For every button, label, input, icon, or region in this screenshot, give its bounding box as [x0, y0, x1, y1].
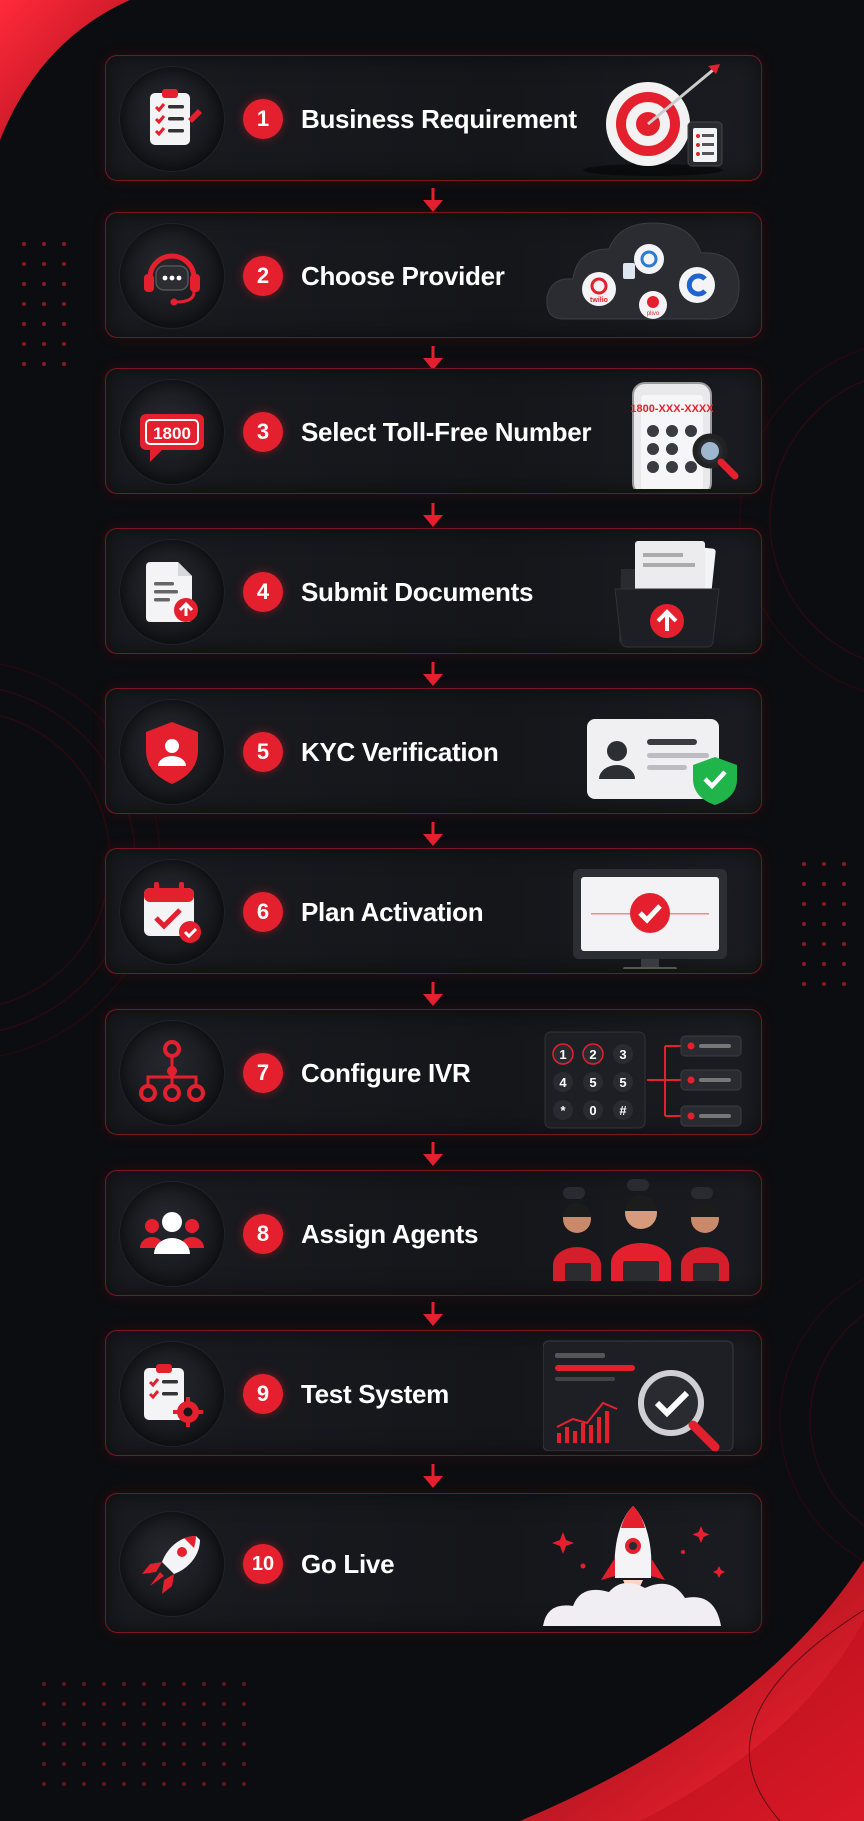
step-icon-badge	[120, 1342, 224, 1446]
step-card-choose-provider: 2 Choose Provider twilio plivo	[105, 212, 762, 338]
phone-search-icon: 1800-XXX-XXXX	[630, 382, 739, 489]
provider-logo-plivo: plivo	[647, 311, 660, 317]
step-number: 10	[243, 1544, 283, 1584]
tollfree-icon-text: 1800	[153, 424, 191, 443]
step-icon-badge	[120, 540, 224, 644]
folder-upload-icon	[614, 541, 720, 648]
keypad-key: 1	[559, 1047, 566, 1062]
step-card-kyc-verification: 5 KYC Verification	[105, 688, 762, 814]
step-icon-badge	[120, 67, 224, 171]
flow-arrow	[423, 503, 443, 527]
headset-chat-icon	[144, 253, 200, 306]
step-number: 5	[243, 732, 283, 772]
user-group-icon	[140, 1212, 204, 1254]
clipboard-gear-icon	[144, 1364, 203, 1427]
step-number: 7	[243, 1053, 283, 1093]
keypad-flow-icon: 1 2 3 4 5 5 * 0 #	[544, 1031, 742, 1129]
keypad-key: 3	[619, 1047, 626, 1062]
keypad-key: 5	[589, 1075, 596, 1090]
agents-icon	[553, 1179, 729, 1281]
step-icon-badge	[120, 700, 224, 804]
calendar-check-icon	[144, 882, 201, 943]
shield-user-icon	[146, 722, 198, 784]
step-card-assign-agents: 8 Assign Agents	[105, 1170, 762, 1296]
step-title: KYC Verification	[301, 737, 499, 767]
step-title: Configure IVR	[301, 1058, 471, 1088]
step-icon-badge	[120, 1021, 224, 1125]
step-card-business-requirement: 1 Business Requirement	[105, 55, 762, 181]
step-card-submit-documents: 4 Submit Documents	[105, 528, 762, 654]
keypad-key: 5	[619, 1075, 626, 1090]
phone-number-text: 1800-XXX-XXXX	[630, 403, 714, 415]
flow-arrow	[423, 982, 443, 1006]
step-card-test-system: 9 Test System	[105, 1330, 762, 1456]
flow-arrow	[423, 188, 443, 212]
provider-logo-twilio: twilio	[590, 297, 608, 304]
ivr-tree-icon	[139, 1040, 205, 1102]
step-card-select-toll-free-number: 1800 3 Select Toll-Free Number 1800-XXX-…	[105, 368, 762, 494]
rocket-icon	[142, 1536, 200, 1594]
flow-arrow	[423, 1142, 443, 1166]
step-title: Plan Activation	[301, 897, 484, 927]
flow-arrow	[423, 822, 443, 846]
document-upload-icon	[146, 562, 198, 622]
keypad-key: 4	[559, 1075, 567, 1090]
step-number: 9	[243, 1374, 283, 1414]
keypad-key: 2	[589, 1047, 596, 1062]
step-icon-badge: 1800	[120, 380, 224, 484]
step-card-go-live: 10 Go Live	[105, 1493, 762, 1633]
step-number: 1	[243, 99, 283, 139]
tollfree-chat-icon: 1800	[140, 414, 204, 462]
step-number: 6	[243, 892, 283, 932]
step-title: Test System	[301, 1379, 449, 1409]
flow-arrow	[423, 346, 443, 370]
step-title: Assign Agents	[301, 1219, 479, 1249]
step-number: 2	[243, 256, 283, 296]
step-number: 3	[243, 412, 283, 452]
flow-arrow	[423, 1302, 443, 1326]
monitor-check-icon	[573, 869, 727, 969]
flow-arrow	[423, 1464, 443, 1488]
keypad-key: *	[560, 1103, 566, 1118]
rocket-launch-icon	[543, 1506, 725, 1626]
keypad-key: #	[619, 1103, 627, 1118]
target-icon	[583, 64, 723, 176]
provider-cloud-icon: twilio plivo	[546, 222, 740, 320]
step-icon-badge	[120, 1182, 224, 1286]
step-number: 4	[243, 572, 283, 612]
step-title: Business Requirement	[301, 104, 577, 134]
step-title: Choose Provider	[301, 261, 505, 291]
step-number: 8	[243, 1214, 283, 1254]
step-card-configure-ivr: 7 Configure IVR 1 2 3 4 5 5 * 0 #	[105, 1009, 762, 1135]
step-title: Select Toll-Free Number	[301, 417, 592, 447]
step-title: Go Live	[301, 1549, 395, 1579]
clipboard-checklist-icon	[150, 89, 202, 145]
step-card-plan-activation: 6 Plan Activation	[105, 848, 762, 974]
flow-arrow	[423, 662, 443, 686]
step-icon-badge	[120, 1512, 224, 1616]
step-icon-badge	[120, 224, 224, 328]
keypad-key: 0	[589, 1103, 596, 1118]
id-card-check-icon	[587, 719, 737, 805]
dashboard-magnifier-icon	[543, 1340, 734, 1451]
step-title: Submit Documents	[301, 577, 534, 607]
step-icon-badge	[120, 860, 224, 964]
